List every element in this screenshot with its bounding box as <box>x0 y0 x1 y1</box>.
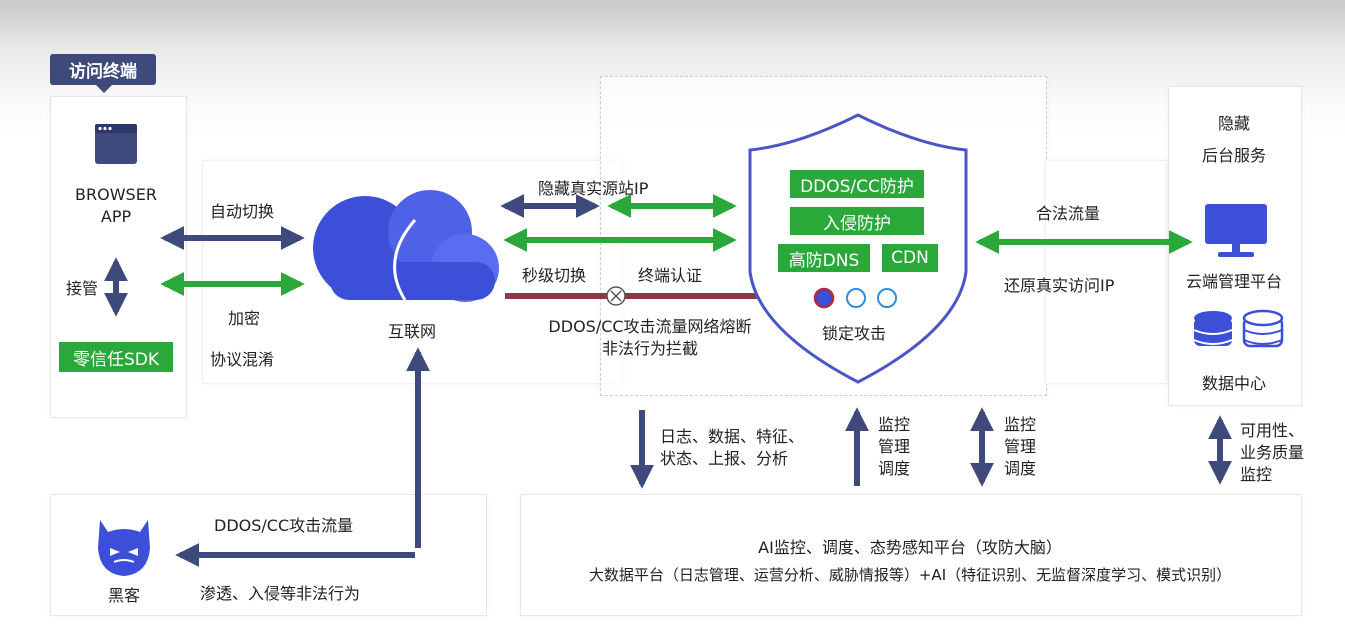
right-flow-panel <box>1045 160 1167 384</box>
availability-label: 可用性、 业务质量 监控 <box>1240 421 1305 484</box>
tag-pointer <box>96 85 112 93</box>
data-center-label: 数据中心 <box>1201 374 1266 393</box>
obfuscation-label: 协议混淆 <box>210 350 275 369</box>
ddos-traffic-label: DDOS/CC攻击流量 <box>214 516 354 535</box>
terminal-tag: 访问终端 <box>50 54 156 85</box>
infiltration-label: 渗透、入侵等非法行为 <box>200 584 361 603</box>
bigdata-platform-label: 大数据平台（日志管理、运营分析、威胁情报等）+AI（特征识别、无监督深度学习、模… <box>588 566 1232 584</box>
high-dns-badge: 高防DNS <box>778 244 870 272</box>
encrypt-label: 加密 <box>228 309 261 328</box>
legal-traffic-label: 合法流量 <box>1036 204 1101 223</box>
lock-target-icon <box>813 287 835 309</box>
cloud-icon <box>313 190 499 302</box>
browser-icon <box>95 124 137 164</box>
monitor-label-2: 监控 管理 调度 <box>1004 415 1037 478</box>
zero-trust-sdk-badge: 零信任SDK <box>59 342 173 372</box>
cdn-badge: CDN <box>882 244 938 272</box>
hacker-icon <box>98 520 150 576</box>
hacker-label: 黑客 <box>108 586 141 605</box>
auto-switch-label: 自动切换 <box>210 202 275 221</box>
hide-ip-label: 隐藏真实源站IP <box>538 179 649 198</box>
database-icon <box>1193 311 1233 346</box>
monitor-label-1: 监控 管理 调度 <box>878 415 911 478</box>
lock-target-icon <box>846 288 866 308</box>
takeover-label: 接管 <box>66 279 99 298</box>
ai-platform-title: AI监控、调度、态势感知平台（攻防大脑） <box>758 538 1062 557</box>
second-switch-label: 秒级切换 <box>522 266 587 285</box>
cloud-mgmt-label: 云端管理平台 <box>1185 272 1282 291</box>
logs-label: 日志、数据、特征、 状态、上报、分析 <box>660 427 805 468</box>
ai-platform-panel <box>520 494 1302 616</box>
browser-app-label: BROWSER APP <box>75 185 157 226</box>
internet-label: 互联网 <box>388 322 437 341</box>
monitor-icon <box>1205 204 1267 257</box>
lock-target-icon <box>877 288 897 308</box>
ddos-cc-protection-badge: DDOS/CC防护 <box>790 170 924 198</box>
restore-ip-label: 还原真实访问IP <box>1004 276 1115 295</box>
circuit-break-label: DDOS/CC攻击流量网络熔断 非法行为拦截 <box>548 317 752 358</box>
circuit-break-icon <box>606 286 626 306</box>
intrusion-protection-badge: 入侵防护 <box>790 207 924 235</box>
database-icon <box>1242 309 1284 348</box>
lock-attack-label: 锁定攻击 <box>822 324 887 343</box>
hidden-backend-label: 隐藏 后台服务 <box>1201 114 1266 165</box>
terminal-auth-label: 终端认证 <box>638 266 703 285</box>
